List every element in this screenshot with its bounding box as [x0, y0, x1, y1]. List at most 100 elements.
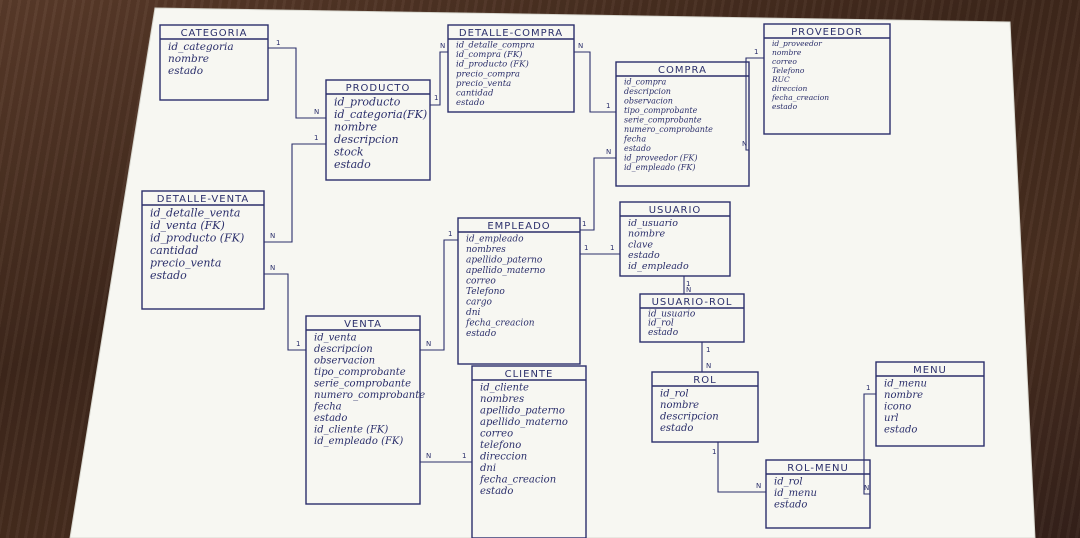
entity-attribute: id_cliente [480, 383, 529, 394]
entity-attribute: precio_venta [456, 79, 511, 89]
connector-line [264, 143, 326, 243]
entity-title: ROL [693, 375, 716, 386]
entity-box [615, 61, 750, 187]
entity-attribute: id_producto [334, 96, 401, 109]
entity-attribute: estado [150, 269, 187, 282]
entity-attribute: serie_comprobante [624, 116, 702, 125]
entity-title: CLIENTE [505, 369, 554, 380]
entity-attribute: id_categoria [168, 41, 234, 53]
relationship-connector: N1 [264, 264, 306, 351]
entity-attribute: id_producto (FK) [456, 59, 529, 70]
cardinality-label: 1 [276, 39, 280, 47]
cardinality-label: 1 [462, 452, 466, 460]
entity-title: PRODUCTO [346, 83, 411, 94]
entity-attribute: fecha_creacion [465, 319, 535, 329]
entity-box [305, 315, 421, 505]
cardinality-label: N [864, 484, 869, 492]
entity-attribute: id_empleado [628, 261, 689, 272]
relationship-connector: 1N [863, 384, 876, 495]
entity-box [325, 79, 431, 181]
cardinality-label: 1 [610, 244, 614, 252]
entity-box [141, 190, 265, 310]
cardinality-label: 1 [754, 48, 758, 56]
cardinality-label: 1 [434, 94, 438, 102]
cardinality-label: 1 [686, 280, 690, 288]
cardinality-label: N [756, 482, 761, 490]
entity-attribute: apellido_paterno [480, 406, 565, 417]
entity-attribute: id_rol [774, 477, 803, 488]
connector-line [863, 393, 876, 495]
entity-attribute: nombre [884, 390, 923, 401]
entity-attribute: id_categoria(FK) [334, 108, 427, 121]
relationship-connector: 1N [580, 148, 616, 231]
entity-attribute: id_producto (FK) [150, 232, 244, 245]
relationship-connector: 1N [420, 230, 458, 351]
entity-attribute: id_usuario [648, 309, 696, 319]
entity-title: PROVEEDOR [791, 27, 863, 38]
entity-detalle-compra: DETALLE-COMPRAid_detalle_compraid_compra… [447, 24, 575, 113]
entity-attribute: id_menu [774, 488, 817, 499]
entity-box [651, 371, 759, 443]
entity-group: CATEGORIAid_categorianombreestadoPRODUCT… [141, 23, 985, 538]
connector-line [430, 51, 448, 106]
entity-box [159, 24, 269, 101]
entity-box [765, 459, 871, 529]
relationship-connector: 1N [430, 42, 448, 106]
entity-attribute: direccion [772, 84, 808, 93]
connector-line [574, 51, 616, 113]
cardinality-label: N [742, 140, 747, 148]
entity-attribute: estado [772, 102, 798, 111]
entity-attribute: clave [628, 239, 653, 250]
cardinality-label: 1 [584, 244, 588, 252]
entity-attribute: id_usuario [628, 218, 678, 229]
entity-box [619, 201, 731, 277]
relationship-connector: 1N [264, 134, 326, 243]
entity-title: DETALLE-VENTA [157, 194, 250, 205]
cardinality-label: 1 [296, 340, 300, 348]
entity-title: MENU [913, 365, 947, 376]
connector-line [268, 47, 326, 119]
entity-attribute: estado [884, 425, 917, 436]
cardinality-label: N [270, 232, 275, 240]
entity-attribute: descripcion [314, 344, 373, 355]
paper-sheet [69, 7, 1036, 538]
entity-attribute: nombre [772, 48, 802, 57]
entity-attribute: observacion [624, 97, 673, 106]
entity-box [639, 293, 745, 343]
entity-attribute: dni [480, 463, 496, 474]
entity-attribute: estado [480, 486, 513, 497]
entity-attribute: tipo_comprobante [624, 106, 698, 115]
entity-title: USUARIO [649, 205, 702, 216]
entity-attribute: direccion [480, 452, 527, 463]
entity-producto: PRODUCTOid_productoid_categoria(FK)nombr… [325, 79, 431, 181]
entity-attribute: correo [466, 277, 496, 287]
entity-attribute: descripcion [334, 133, 399, 146]
entity-attribute: precio_venta [150, 257, 221, 270]
entity-box [471, 365, 587, 538]
entity-attribute: id_venta [314, 333, 357, 344]
entity-empleado: EMPLEADOid_empleadonombresapellido_pater… [457, 217, 581, 365]
entity-box [457, 217, 581, 365]
relationship-connector: 1N [683, 276, 691, 294]
entity-attribute: estado [314, 413, 347, 424]
entity-attribute: id_empleado (FK) [314, 436, 403, 447]
entity-attribute: estado [466, 329, 497, 339]
entity-attribute: descripcion [660, 412, 719, 423]
entity-attribute: apellido_materno [480, 417, 568, 428]
cardinality-label: 1 [706, 346, 710, 354]
entity-attribute: descripcion [624, 87, 671, 96]
entity-attribute: apellido_materno [466, 266, 546, 276]
entity-title: EMPLEADO [487, 221, 550, 232]
cardinality-label: N [314, 108, 319, 116]
entity-attribute: nombres [480, 394, 524, 405]
entity-attribute: id_empleado [466, 235, 524, 245]
entity-box [447, 24, 575, 113]
entity-attribute: id_compra [624, 78, 667, 87]
cardinality-label: N [686, 286, 691, 294]
cardinality-label: 1 [314, 134, 318, 142]
